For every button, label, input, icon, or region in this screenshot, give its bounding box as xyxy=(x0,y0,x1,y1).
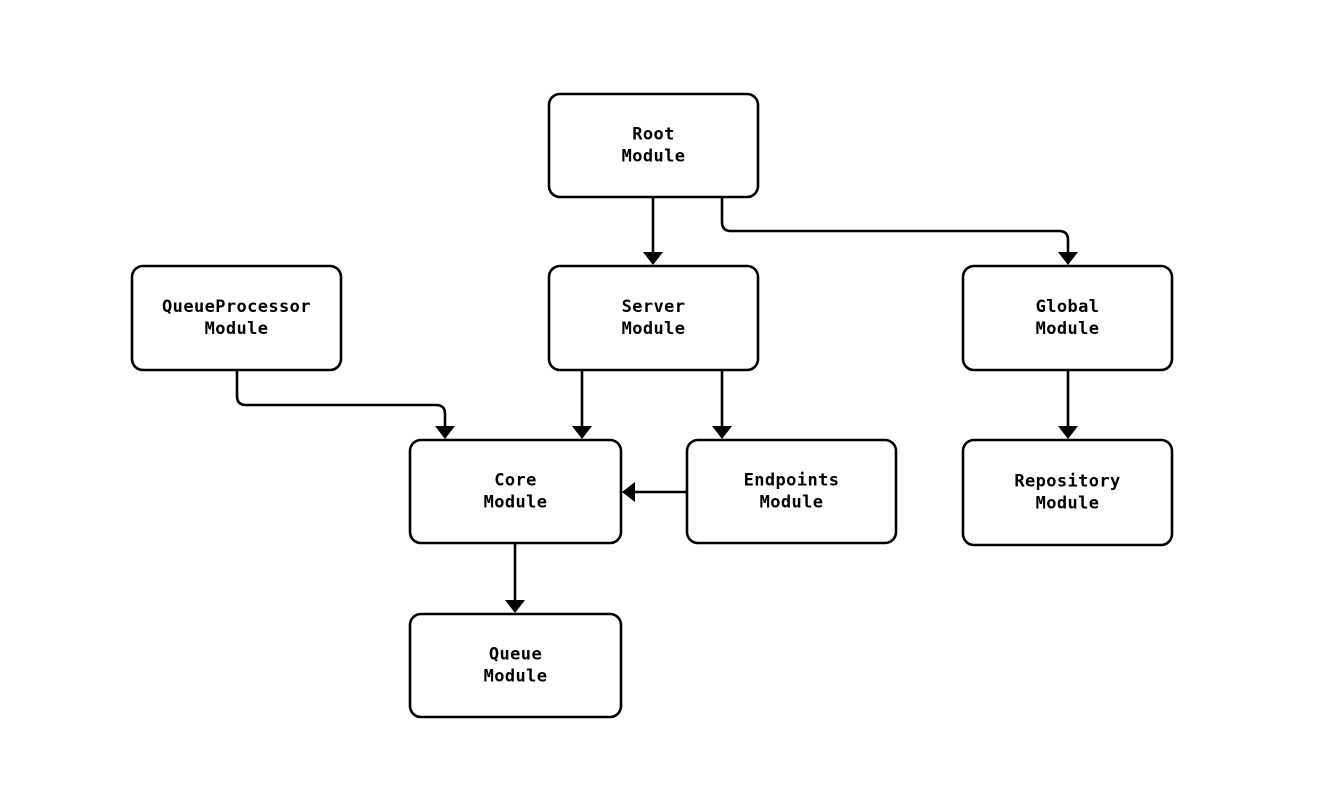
node-box[interactable] xyxy=(130,264,343,372)
node-label-name: Endpoints xyxy=(744,471,840,491)
arrowhead-icon xyxy=(505,600,525,613)
edge-server-to-endpoints xyxy=(712,370,732,439)
node-label-suffix: Module xyxy=(205,319,269,339)
edge-line xyxy=(720,197,1070,254)
node-label-name: Server xyxy=(622,297,686,317)
node-box[interactable] xyxy=(961,264,1174,372)
node-label-name: Queue xyxy=(489,645,542,665)
node-box[interactable] xyxy=(961,438,1174,547)
node-box[interactable] xyxy=(685,438,898,545)
node-label-suffix: Module xyxy=(484,667,548,687)
node-box[interactable] xyxy=(408,612,623,719)
edge-queueprocessor-to-core xyxy=(235,370,455,439)
edge-root-to-global xyxy=(720,197,1078,265)
node-label-suffix: Module xyxy=(760,493,824,513)
node-box[interactable] xyxy=(408,438,623,545)
arrowhead-icon xyxy=(643,252,663,265)
arrowhead-icon xyxy=(572,426,592,439)
node-box[interactable] xyxy=(547,264,760,372)
arrowhead-icon xyxy=(1058,252,1078,265)
arrowhead-icon xyxy=(1058,426,1078,439)
node-label-name: QueueProcessor xyxy=(162,297,311,317)
node-label-suffix: Module xyxy=(1036,494,1100,514)
node-label-suffix: Module xyxy=(1036,319,1100,339)
edge-endpoints-to-core xyxy=(622,482,687,502)
arrowhead-icon xyxy=(622,482,635,502)
node-label-name: Repository xyxy=(1014,472,1120,492)
node-label-suffix: Module xyxy=(622,147,686,167)
node-label-suffix: Module xyxy=(484,493,548,513)
arrowhead-icon xyxy=(712,426,732,439)
node-label-name: Core xyxy=(494,471,537,491)
edge-root-to-server xyxy=(643,197,663,265)
node-box[interactable] xyxy=(547,92,760,199)
arrowhead-icon xyxy=(435,426,455,439)
nodes-layer: RootModuleQueueProcessorModuleServerModu… xyxy=(130,92,1174,719)
edges-layer xyxy=(235,197,1078,613)
edge-server-to-core xyxy=(572,370,592,439)
edge-core-to-queue xyxy=(505,543,525,613)
node-label-suffix: Module xyxy=(622,319,686,339)
node-label-name: Root xyxy=(632,125,675,145)
edge-global-to-repository xyxy=(1058,370,1078,439)
edge-line xyxy=(235,370,447,428)
node-label-name: Global xyxy=(1036,297,1100,317)
